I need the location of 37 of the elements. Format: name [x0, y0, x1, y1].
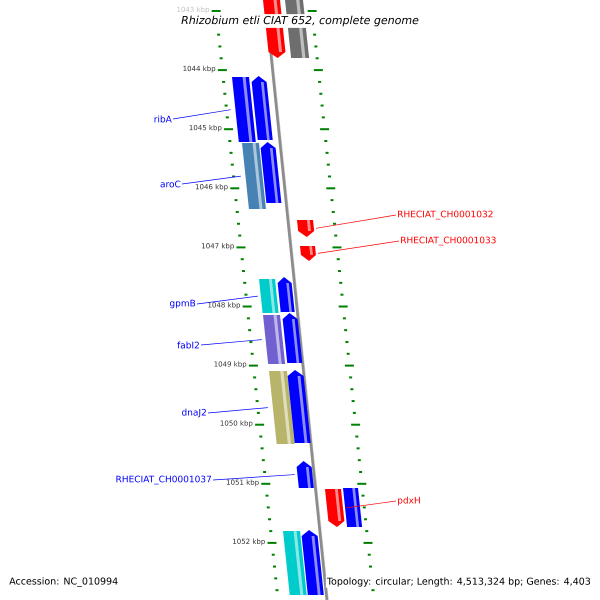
gene-block — [242, 143, 266, 209]
gene-block — [343, 488, 362, 527]
gene-label: RHECIAT_CH0001037 — [116, 476, 212, 484]
genome-info-text: Topology: circular; Length: 4,513,324 bp; Genes: 4,403 — [326, 576, 592, 588]
leader-line — [208, 407, 268, 414]
leader-line — [182, 176, 242, 184]
gene-label: RHECIAT_CH0001033 — [401, 236, 496, 246]
gene-block — [302, 530, 324, 595]
leader-line — [346, 500, 396, 508]
leader-line — [196, 296, 258, 304]
leader-line — [200, 339, 262, 346]
leader-line — [212, 474, 296, 480]
gene-block — [232, 77, 256, 142]
gene-label: ribA — [154, 116, 172, 122]
gene-block — [325, 489, 344, 527]
gene-block — [282, 313, 302, 363]
gene-block — [259, 279, 279, 313]
accession-text: Accession: NC_010994 — [8, 576, 120, 588]
gene-block — [288, 370, 311, 443]
gene-label: aroC — [160, 180, 180, 188]
gene-block — [263, 315, 286, 364]
gene-block — [278, 277, 295, 312]
gene-label: fabI2 — [177, 342, 199, 348]
leader-line — [172, 109, 232, 120]
gene-block — [296, 461, 314, 488]
gene-label: dnaJ2 — [182, 408, 206, 418]
gene-block — [283, 531, 307, 595]
leader-line — [316, 214, 396, 229]
genome-title: Rhizobium etli CIAT 652, complete genome — [180, 14, 420, 28]
gene-block — [297, 220, 314, 237]
leader-line — [317, 240, 400, 254]
gene-block — [252, 76, 273, 140]
gene-block — [300, 246, 316, 261]
gene-block — [260, 142, 282, 203]
gene-label: RHECIAT_CH0001032 — [398, 210, 493, 220]
gene-label: gpmB — [170, 300, 196, 308]
gene-label: pdxH — [398, 496, 420, 506]
